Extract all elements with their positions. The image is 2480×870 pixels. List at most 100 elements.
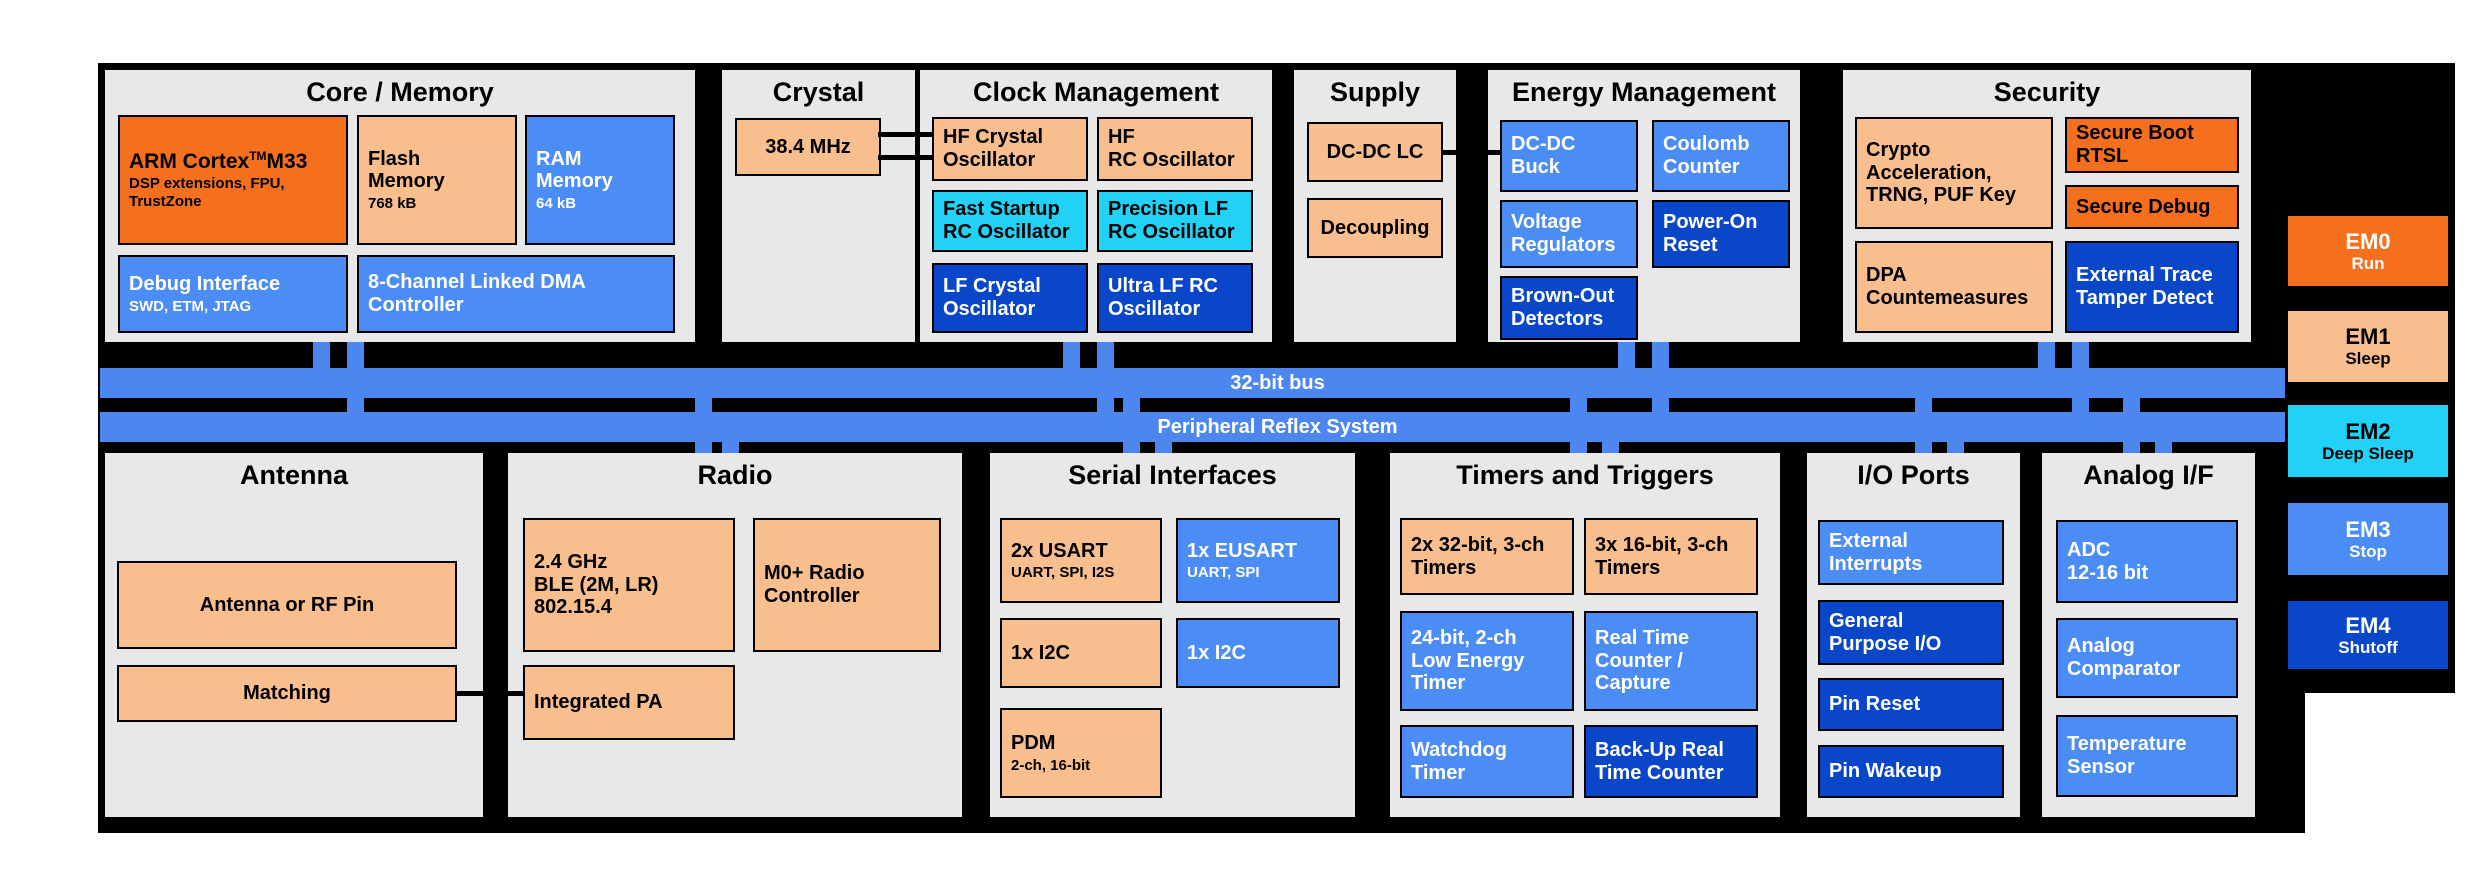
- block-label: Analog Comparator: [2067, 635, 2181, 680]
- energy-mode-name: EM0: [2345, 228, 2391, 254]
- block-hf-crystal-oscillator: HF Crystal Oscillator: [932, 117, 1088, 181]
- block-label: PDM: [1011, 732, 1056, 755]
- block-label: Secure Boot RTSL: [2076, 122, 2194, 167]
- block-decoupling: Decoupling: [1307, 198, 1443, 258]
- block-label: Real Time Counter / Capture: [1595, 627, 1690, 695]
- arm-tm-superscript: TM: [249, 149, 267, 164]
- section-crystal: Crystal 38.4 MHz: [722, 70, 915, 342]
- block-sublabel: 768 kB: [368, 194, 417, 212]
- block-label: DPA Countemeasures: [1866, 264, 2029, 309]
- section-antenna: Antenna Antenna or RF Pin Matching: [105, 453, 483, 817]
- block-label: Precision LF RC Oscillator: [1108, 198, 1235, 243]
- energy-mode-sublabel: Shutoff: [2338, 637, 2398, 657]
- energy-mode-name: EM3: [2345, 516, 2391, 542]
- wire-dcdc-lc-to-buck: [1441, 150, 1502, 155]
- arm-model: M33: [266, 150, 308, 174]
- block-temperature-sensor: Temperature Sensor: [2056, 715, 2238, 797]
- block-label: 1x I2C: [1187, 641, 1246, 664]
- bus-connector-analog-b: [2155, 442, 2172, 453]
- block-analog-comparator: Analog Comparator: [2056, 618, 2238, 698]
- block-label: 1x EUSART: [1187, 539, 1298, 562]
- block-watchdog-timer: Watchdog Timer: [1400, 725, 1574, 798]
- block-secure-boot-rtsl: Secure Boot RTSL: [2065, 117, 2239, 173]
- block-label: 1x I2C: [1011, 641, 1070, 664]
- block-sublabel: UART, SPI, I2S: [1011, 564, 1115, 582]
- block-label: Crypto Acceleration, TRNG, PUF Key: [1866, 139, 2017, 207]
- block-label: Integrated PA: [534, 691, 663, 714]
- block-i2c-a: 1x I2C: [1000, 618, 1162, 688]
- energy-mode-em0: EM0 Run: [2288, 216, 2448, 286]
- prs-bus-label: Peripheral Reflex System: [1157, 415, 1398, 438]
- block-label: RAM Memory: [536, 147, 613, 193]
- block-lf-crystal-oscillator: LF Crystal Oscillator: [932, 263, 1088, 333]
- bus-connector-core-a: [313, 342, 330, 368]
- block-power-on-reset: Power-On Reset: [1652, 200, 1790, 268]
- bus-32bit: 32-bit bus: [100, 368, 2285, 398]
- block-hf-rc-oscillator: HF RC Oscillator: [1097, 117, 1253, 181]
- block-debug-interface: Debug Interface SWD, ETM, JTAG: [118, 255, 348, 333]
- block-16bit-timers: 3x 16-bit, 3-ch Timers: [1584, 518, 1758, 595]
- block-integrated-pa: Integrated PA: [523, 665, 735, 740]
- bus-connector-radio-b: [722, 442, 739, 453]
- block-m0-radio-controller: M0+ Radio Controller: [753, 518, 941, 652]
- block-i2c-b: 1x I2C: [1176, 618, 1340, 688]
- bus-peripheral-reflex-system: Peripheral Reflex System: [100, 412, 2285, 442]
- arm-brand: ARM Cortex: [129, 150, 250, 174]
- block-backup-real-time-counter: Back-Up Real Time Counter: [1584, 725, 1758, 798]
- block-label: Debug Interface: [129, 273, 281, 296]
- block-label: Brown-Out Detectors: [1511, 285, 1615, 330]
- block-label: 2x 32-bit, 3-ch Timers: [1411, 533, 1545, 579]
- energy-mode-name: EM1: [2345, 324, 2391, 350]
- block-label: Matching: [243, 682, 331, 705]
- section-io-ports: I/O Ports External Interrupts General Pu…: [1807, 453, 2020, 817]
- block-crypto-acceleration: Crypto Acceleration, TRNG, PUF Key: [1855, 117, 2053, 229]
- section-security: Security Crypto Acceleration, TRNG, PUF …: [1843, 70, 2251, 342]
- block-label: Antenna or RF Pin: [199, 593, 375, 616]
- section-title-core-memory: Core / Memory: [306, 77, 494, 107]
- block-sublabel: 2-ch, 16-bit: [1011, 756, 1091, 774]
- block-label: HF RC Oscillator: [1108, 126, 1235, 171]
- block-dcdc-lc: DC-DC LC: [1307, 122, 1443, 182]
- wire-crystal-to-hfxo-1: [878, 132, 934, 137]
- block-label: DC-DC Buck: [1511, 133, 1576, 178]
- bus-connector-energy-a: [1618, 342, 1635, 368]
- block-label: HF Crystal Oscillator: [943, 126, 1044, 171]
- block-external-interrupts: External Interrupts: [1818, 520, 2004, 585]
- block-pin-wakeup: Pin Wakeup: [1818, 745, 2004, 798]
- bus-32bit-label: 32-bit bus: [1230, 371, 1325, 394]
- block-general-purpose-io: General Purpose I/O: [1818, 600, 2004, 665]
- block-pin-reset: Pin Reset: [1818, 678, 2004, 731]
- block-label: 24-bit, 2-ch Low Energy Timer: [1411, 627, 1525, 695]
- bus-connector-clock-a: [1063, 342, 1080, 368]
- block-crystal-frequency: 38.4 MHz: [735, 118, 881, 176]
- block-label: ARM CortexTMM33: [129, 149, 308, 174]
- block-label: M0+ Radio Controller: [764, 562, 865, 607]
- block-real-time-counter-capture: Real Time Counter / Capture: [1584, 611, 1758, 711]
- block-32bit-timers: 2x 32-bit, 3-ch Timers: [1400, 518, 1574, 595]
- block-brown-out-detectors: Brown-Out Detectors: [1500, 276, 1638, 340]
- section-radio: Radio 2.4 GHz BLE (2M, LR) 802.15.4 M0+ …: [508, 453, 962, 817]
- block-radio-phy: 2.4 GHz BLE (2M, LR) 802.15.4: [523, 518, 735, 652]
- energy-mode-em2: EM2 Deep Sleep: [2288, 405, 2448, 477]
- bus-connector-serial-b: [1155, 442, 1172, 453]
- block-label: Fast Startup RC Oscillator: [943, 198, 1070, 243]
- block-sublabel: UART, SPI: [1187, 564, 1260, 582]
- block-precision-lf-rc-oscillator: Precision LF RC Oscillator: [1097, 190, 1253, 252]
- block-dcdc-buck: DC-DC Buck: [1500, 120, 1638, 192]
- section-analog-if: Analog I/F ADC 12-16 bit Analog Comparat…: [2042, 453, 2255, 817]
- section-supply: Supply DC-DC LC Decoupling: [1294, 70, 1456, 342]
- block-external-trace-tamper-detect: External Trace Tamper Detect: [2065, 241, 2239, 333]
- block-matching: Matching: [117, 665, 457, 722]
- block-label: Pin Wakeup: [1829, 760, 1942, 783]
- section-timers-triggers: Timers and Triggers 2x 32-bit, 3-ch Time…: [1390, 453, 1780, 817]
- block-usart: 2x USART UART, SPI, I2S: [1000, 518, 1162, 603]
- wire-matching-to-pa: [455, 691, 525, 696]
- block-label: Watchdog Timer: [1411, 738, 1507, 784]
- energy-mode-sublabel: Sleep: [2345, 349, 2391, 369]
- block-label: LF Crystal Oscillator: [943, 275, 1041, 320]
- block-label: External Interrupts: [1829, 529, 1923, 575]
- block-label: External Trace Tamper Detect: [2076, 264, 2214, 309]
- section-title-radio: Radio: [697, 460, 773, 490]
- section-core-memory: Core / Memory ARM CortexTMM33 DSP extens…: [105, 70, 695, 342]
- energy-mode-em3: EM3 Stop: [2288, 503, 2448, 575]
